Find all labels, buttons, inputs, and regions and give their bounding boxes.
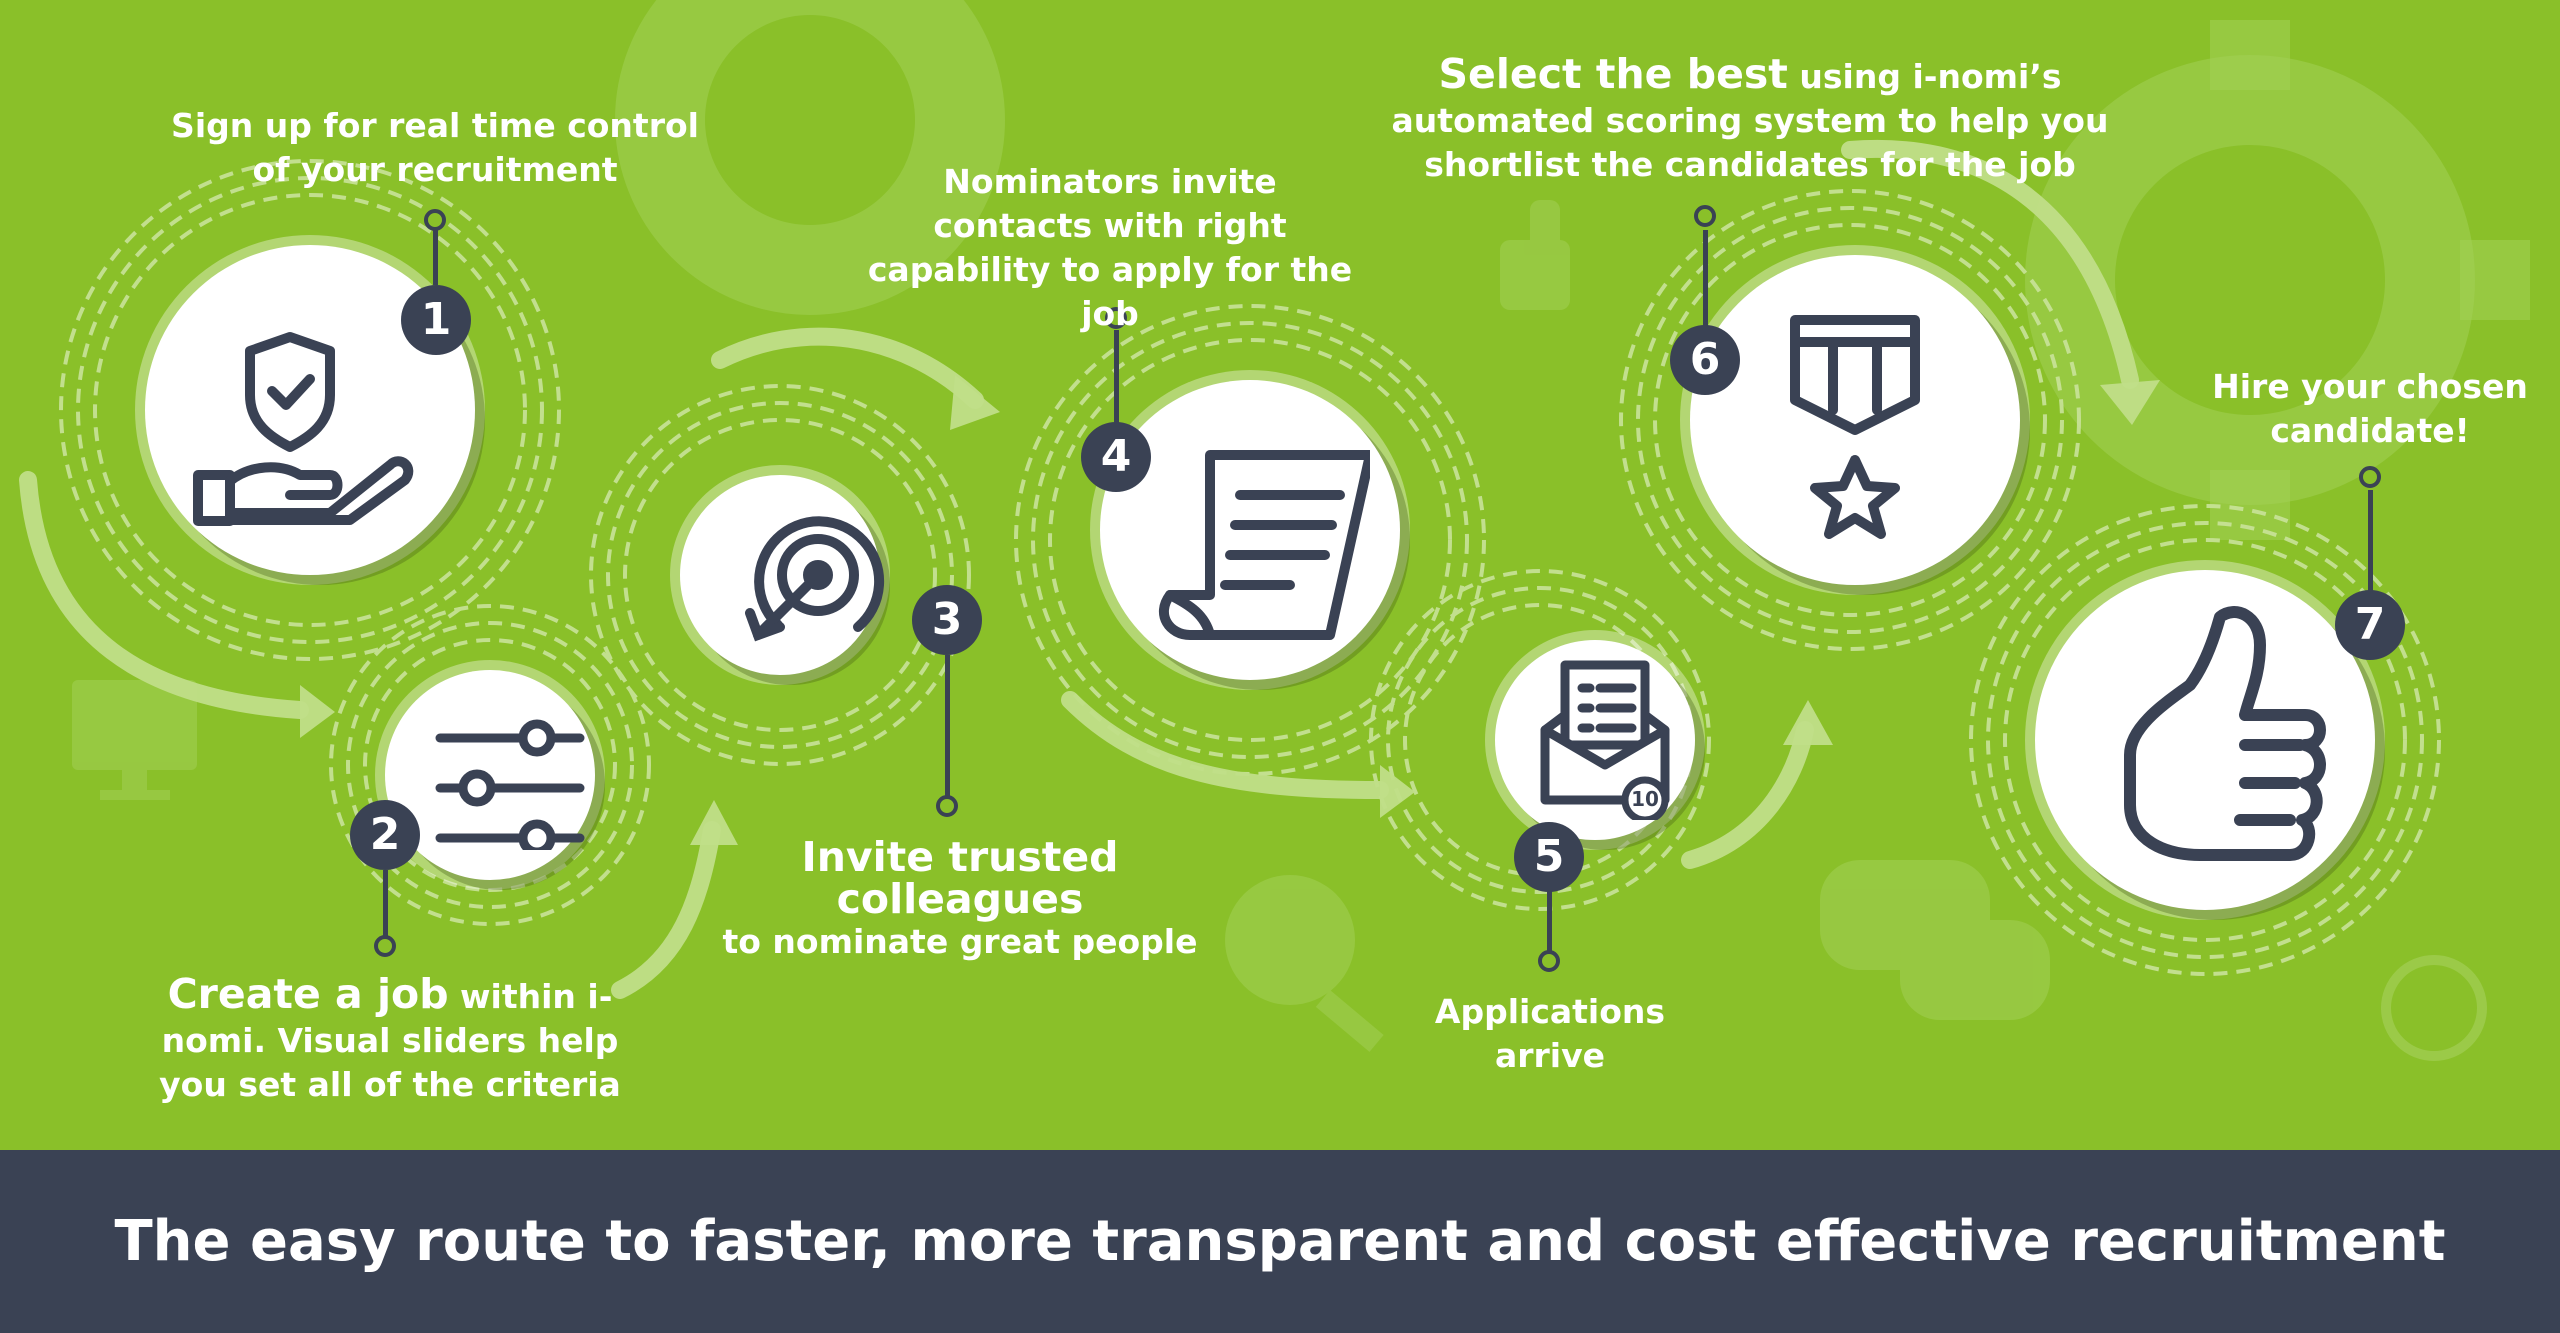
step-3-label-lead: Invite trusted colleagues: [801, 833, 1119, 923]
step-5-number: 5: [1514, 822, 1584, 892]
footer-banner: The easy route to faster, more transpare…: [0, 1150, 2560, 1333]
step-3-label-text: to nominate great people: [722, 922, 1198, 961]
step-3-label: Invite trusted colleagues to nominate gr…: [720, 836, 1200, 964]
step-2-number: 2: [350, 800, 420, 870]
footer-tagline: The easy route to faster, more transpare…: [114, 1209, 2446, 1274]
step-2-pin: [383, 870, 388, 940]
step-6-pin-dot: [1694, 205, 1716, 227]
step-2-label-text: within i-nomi. Visual sliders help you s…: [159, 977, 621, 1104]
step-3-number: 3: [912, 585, 982, 655]
step-3-pin-dot: [936, 795, 958, 817]
step-5-pin: [1547, 890, 1552, 955]
step-7-pin-dot: [2359, 466, 2381, 488]
step-4-pin-dot: [1105, 307, 1127, 329]
step-6-label-lead: Select the best: [1438, 50, 1788, 98]
step-4-pin: [1114, 330, 1119, 425]
step-6-label-text: using i-nomi’s automated scoring system …: [1391, 57, 2109, 184]
monitor-icon: [72, 680, 197, 800]
step-1-pin-dot: [424, 209, 446, 231]
step-2-pin-dot: [374, 935, 396, 957]
background-decoration: [19, 0, 2530, 1061]
step-6-pin: [1703, 230, 1708, 330]
step-1-pin: [433, 230, 438, 285]
step-7-number: 7: [2335, 590, 2405, 660]
step-1-number: 1: [401, 285, 471, 355]
step-4-label: Nominators invite contacts with right ca…: [867, 162, 1353, 333]
step-5-pin-dot: [1538, 950, 1560, 972]
target-icon: [745, 516, 885, 642]
gear-icon: [615, 0, 2475, 505]
step-7-pin: [2368, 490, 2373, 595]
cursor-button-icon: [2381, 955, 2487, 1061]
step-4-number: 4: [1081, 422, 1151, 492]
step-3-pin: [945, 655, 950, 800]
document-scroll-icon: [1159, 450, 1370, 640]
sliders-icon: [435, 719, 585, 850]
like-hand-icon: [1500, 200, 1570, 310]
medal-star-icon: [1790, 315, 1920, 539]
thumbs-up-icon: [2124, 606, 2326, 861]
step-2-label-lead: Create a job: [167, 970, 449, 1018]
mail-envelope-icon: [1540, 660, 1670, 820]
process-diagram: 1 Sign up for real time control of your …: [19, 0, 2530, 1107]
mail-badge-count: 10: [1631, 787, 1659, 811]
step-6-number: 6: [1670, 325, 1740, 395]
step-6-circle: [1690, 255, 2020, 585]
chat-bubbles-icon: [1820, 860, 2050, 1020]
step-7-label: Hire your chosen candidate!: [2212, 367, 2528, 450]
step-1-label: Sign up for real time control of your re…: [171, 106, 699, 189]
step-2-label: Create a job within i-nomi. Visual slide…: [130, 972, 650, 1107]
step-5-label: Applications arrive: [1434, 992, 1666, 1075]
hand-shield-icon: [193, 332, 414, 526]
step-6-label: Select the best using i-nomi’s automated…: [1380, 52, 2120, 187]
gear-teeth-decoration: [2210, 20, 2530, 540]
magnifier-icon: [1225, 875, 1384, 1052]
